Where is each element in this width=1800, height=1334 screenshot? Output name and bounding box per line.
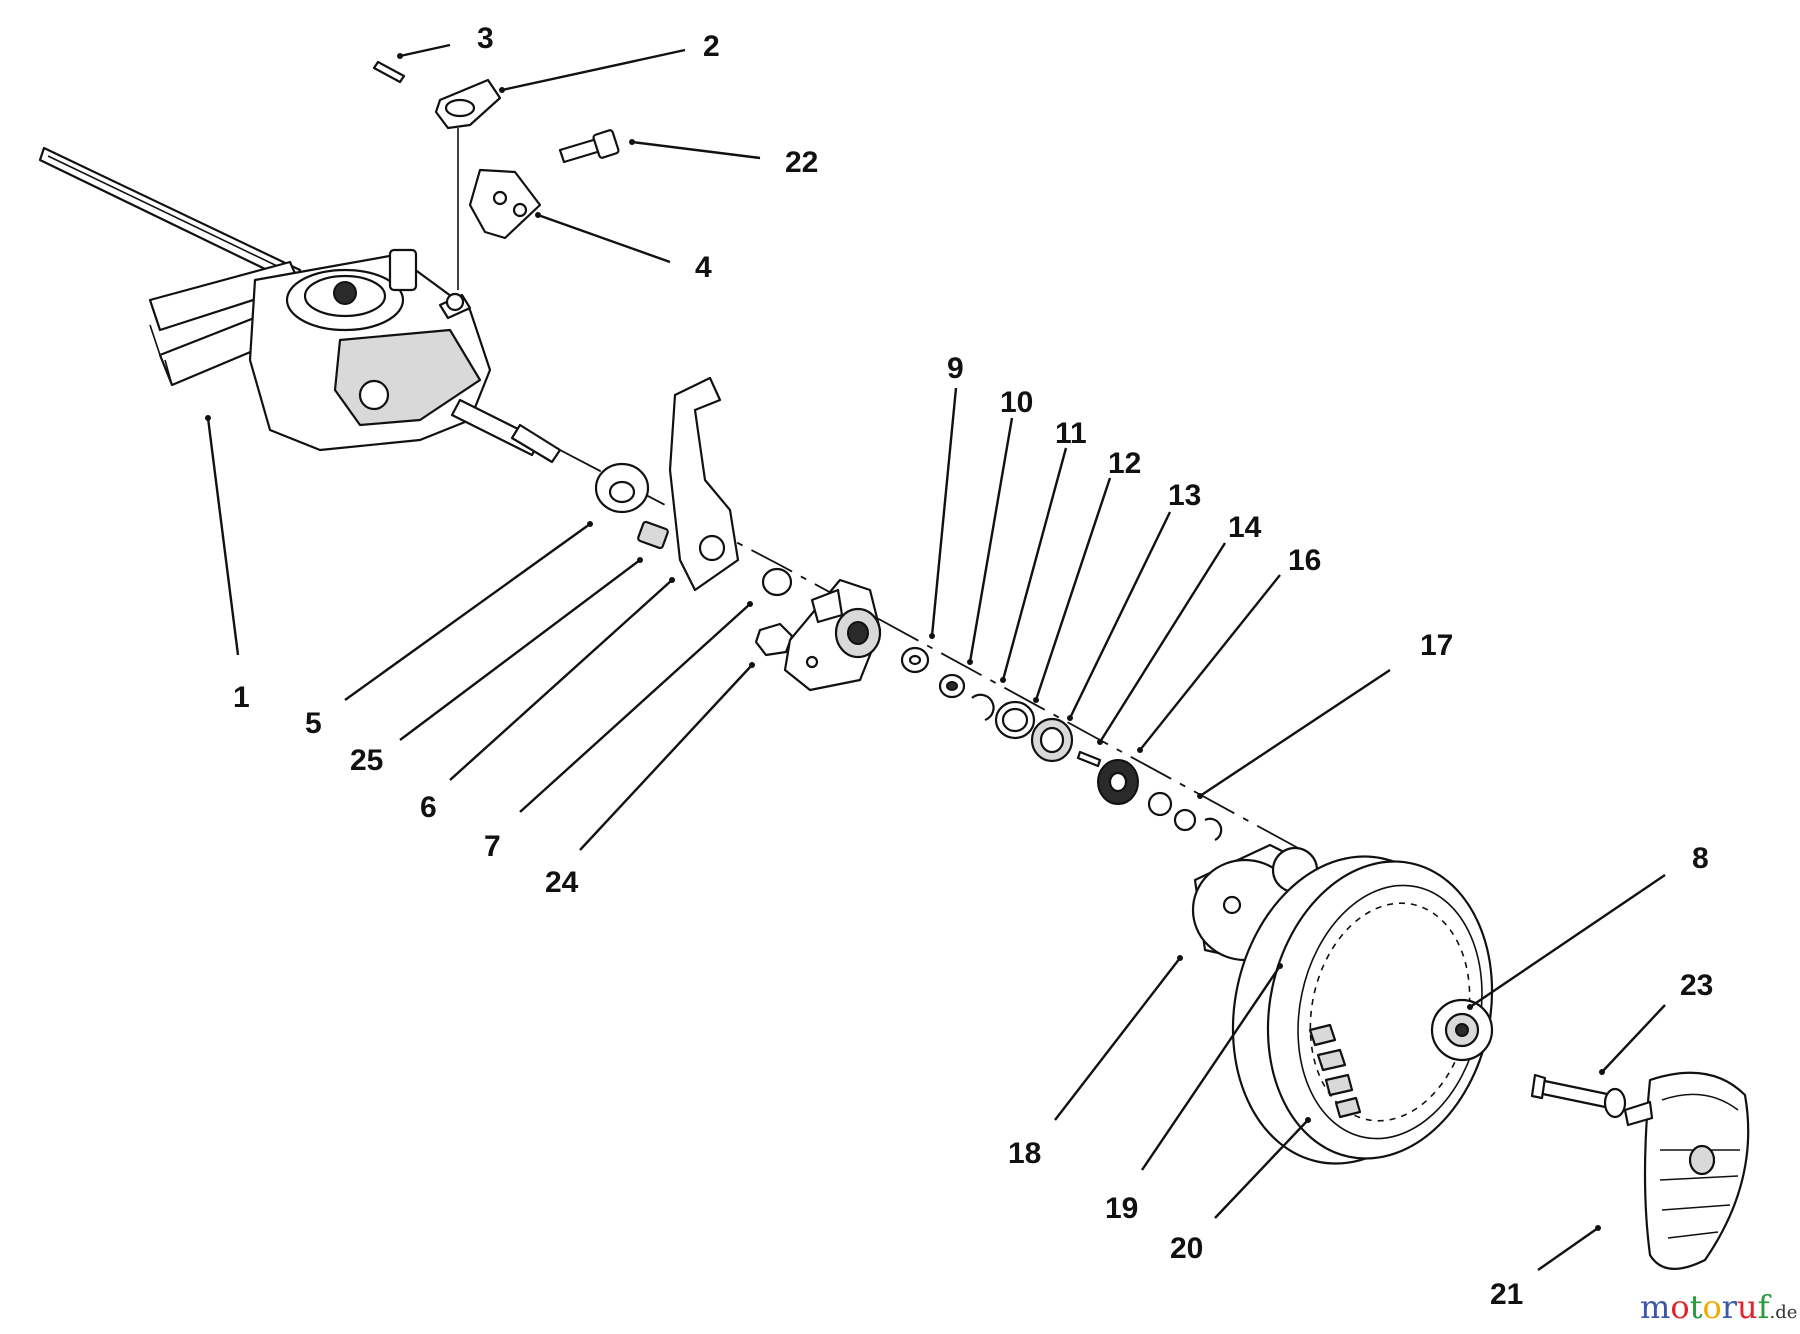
leader-lines — [206, 43, 1666, 1271]
callout-12: 12 — [1108, 447, 1141, 480]
callout-3: 3 — [477, 22, 494, 55]
callout-21: 21 — [1490, 1278, 1523, 1311]
callout-11: 11 — [1055, 417, 1087, 450]
washer-part-5 — [594, 462, 650, 514]
clip-part-11 — [971, 693, 995, 722]
callout-labels: 3 2 22 4 1 5 25 6 7 24 9 10 11 12 13 14 … — [233, 22, 1713, 1311]
watermark-letter: u — [1737, 1288, 1758, 1326]
callout-5: 5 — [305, 707, 322, 740]
watermark-letter: o — [1670, 1288, 1689, 1326]
callout-14: 14 — [1228, 511, 1262, 544]
bolt-part-25 — [637, 520, 669, 550]
axle-bolt-part-23 — [1530, 1073, 1627, 1119]
callout-25: 25 — [350, 744, 383, 777]
callout-8: 8 — [1692, 842, 1709, 875]
bolt-part-22 — [558, 129, 620, 164]
washer-part-9 — [900, 646, 930, 674]
watermark-letter: t — [1690, 1288, 1703, 1326]
watermark-letter: r — [1722, 1288, 1738, 1326]
transmission-housing — [248, 248, 562, 464]
callout-22: 22 — [785, 146, 818, 179]
hub-cap-part-21 — [1623, 1071, 1750, 1270]
gear-part-16 — [1097, 759, 1139, 805]
o-ring-part-7 — [761, 567, 793, 597]
watermark-letter: m — [1640, 1288, 1670, 1326]
bearing-part-13 — [1030, 717, 1074, 763]
leader-dots — [205, 53, 1605, 1231]
assembly-axis-line — [559, 449, 1321, 861]
tread-pattern — [1308, 1023, 1362, 1119]
callout-20: 20 — [1170, 1232, 1203, 1265]
bracket-part-4 — [468, 168, 542, 240]
callout-16: 16 — [1288, 544, 1321, 577]
callout-17: 17 — [1420, 629, 1453, 662]
bearing-housing — [783, 578, 882, 692]
ring-part-12 — [994, 700, 1036, 740]
washer-part-10 — [938, 673, 966, 699]
callout-7: 7 — [484, 830, 501, 863]
watermark-letter: f — [1758, 1288, 1772, 1326]
watermark-letter: o — [1702, 1288, 1721, 1326]
callout-23: 23 — [1680, 969, 1713, 1002]
wheel-part-20 — [1231, 855, 1494, 1165]
callout-18: 18 — [1008, 1137, 1041, 1170]
nut-part-24 — [754, 622, 794, 657]
cotter-pin-part-3 — [372, 60, 406, 84]
knob-part-2 — [434, 78, 502, 290]
lever-plate-part-6 — [668, 376, 740, 592]
callout-13: 13 — [1168, 479, 1201, 512]
callout-4: 4 — [695, 251, 712, 284]
drive-cup-part-18 — [1191, 843, 1319, 962]
callout-19: 19 — [1105, 1192, 1138, 1225]
callout-9: 9 — [947, 352, 964, 385]
callout-24: 24 — [545, 866, 579, 899]
callout-10: 10 — [1000, 386, 1033, 419]
spacer-washers-part-17 — [1147, 791, 1223, 841]
callout-1: 1 — [233, 681, 250, 714]
key-part-14 — [1076, 750, 1102, 768]
callout-2: 2 — [703, 30, 720, 63]
callout-6: 6 — [420, 791, 437, 824]
watermark-logo: motoruf.de — [1640, 1288, 1797, 1326]
